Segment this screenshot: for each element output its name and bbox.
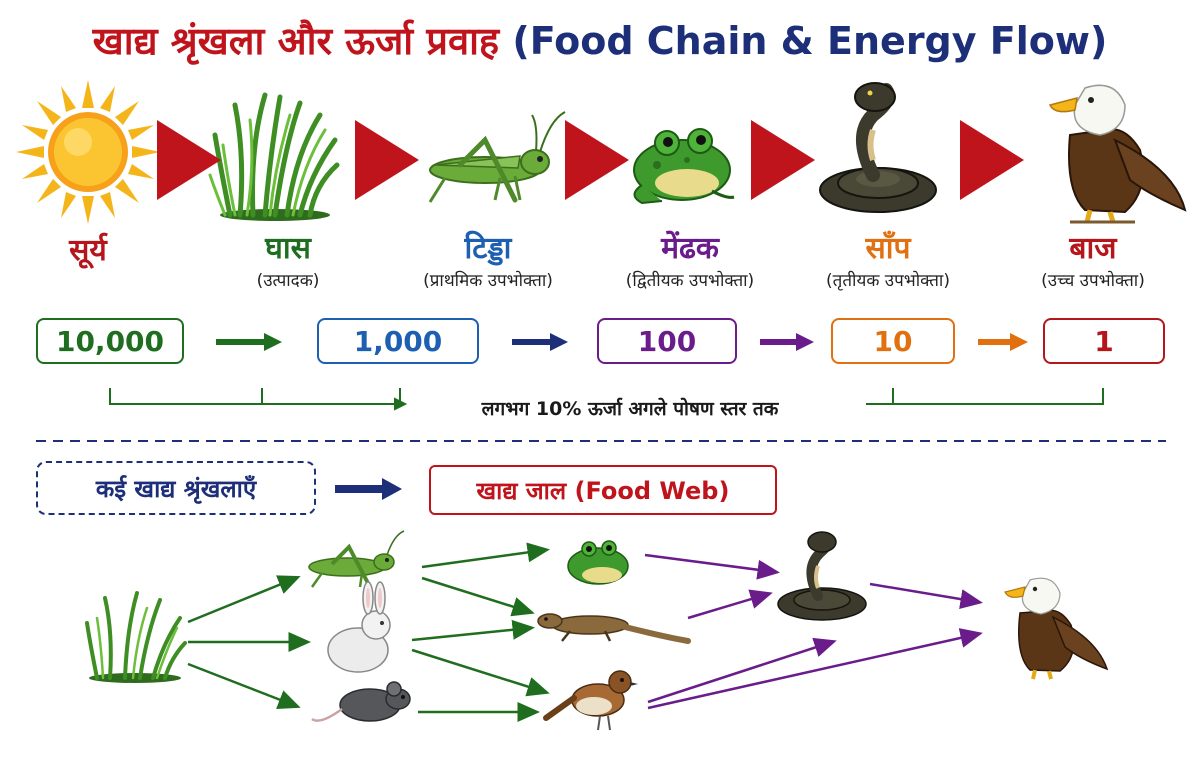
web-mouse-icon [311, 681, 411, 722]
energy-box-tertiary: 10 [831, 318, 955, 364]
chain-role-frog: (द्वितीयक उपभोक्ता) [625, 271, 755, 291]
chain-name-grasshopper: टिड्डा [464, 231, 512, 266]
title-hindi: खाद्य श्रृंखला और ऊर्जा प्रवाह [92, 19, 500, 63]
grasshopper-icon [428, 111, 566, 203]
energy-arrows [216, 333, 1028, 351]
chain-role-grass: (उत्पादक) [256, 271, 320, 291]
title-english: (Food Chain & Energy Flow) [512, 19, 1108, 63]
chain-name-eagle: बाज [1069, 231, 1117, 266]
chain-name-frog: मेंढक [661, 231, 719, 266]
web-frog-icon [567, 540, 629, 585]
energy-box-secondary: 100 [597, 318, 737, 364]
snake-icon [819, 82, 937, 213]
chain-name-snake: साँप [865, 231, 911, 266]
energy-bracket [109, 388, 1104, 411]
energy-note: लगभग 10% ऊर्जा अगले पोषण स्तर तक [481, 398, 779, 420]
chain-role-eagle: (उच्च उपभोक्ता) [1041, 271, 1145, 291]
energy-box-primary: 1,000 [317, 318, 479, 364]
energy-box-producer: 10,000 [36, 318, 184, 364]
chain-role-snake: (तृतीयक उपभोक्ता) [826, 271, 950, 291]
web-rabbit-icon [327, 581, 391, 673]
chain-role-grasshopper: (प्राथमिक उपभोक्ता) [423, 271, 553, 291]
web-sparrow-icon [543, 670, 638, 731]
web-lizard-icon [537, 613, 691, 644]
web-eagle-icon [1004, 577, 1109, 680]
web-snake-icon [777, 531, 867, 621]
energy-box-top: 1 [1043, 318, 1165, 364]
web-green-arrows [187, 542, 550, 722]
web-purple-arrows [644, 553, 983, 710]
eagle-icon [1048, 84, 1187, 224]
chain-name-sun: सूर्य [69, 233, 107, 268]
frog-icon [633, 128, 735, 205]
web-grasshopper-icon [308, 530, 405, 588]
food-web-box: खाद्य जाल (Food Web) [429, 465, 777, 515]
web-grass-icon [85, 591, 187, 683]
grass-icon [208, 92, 340, 221]
chain-name-grass: घास [265, 231, 311, 266]
page-title: खाद्य श्रृंखला और ऊर्जा प्रवाह (Food Cha… [0, 14, 1200, 66]
sun-icon [16, 80, 160, 224]
many-to-web-arrow [335, 478, 402, 500]
many-food-chains-box: कई खाद्य श्रृंखलाएँ [36, 461, 316, 515]
